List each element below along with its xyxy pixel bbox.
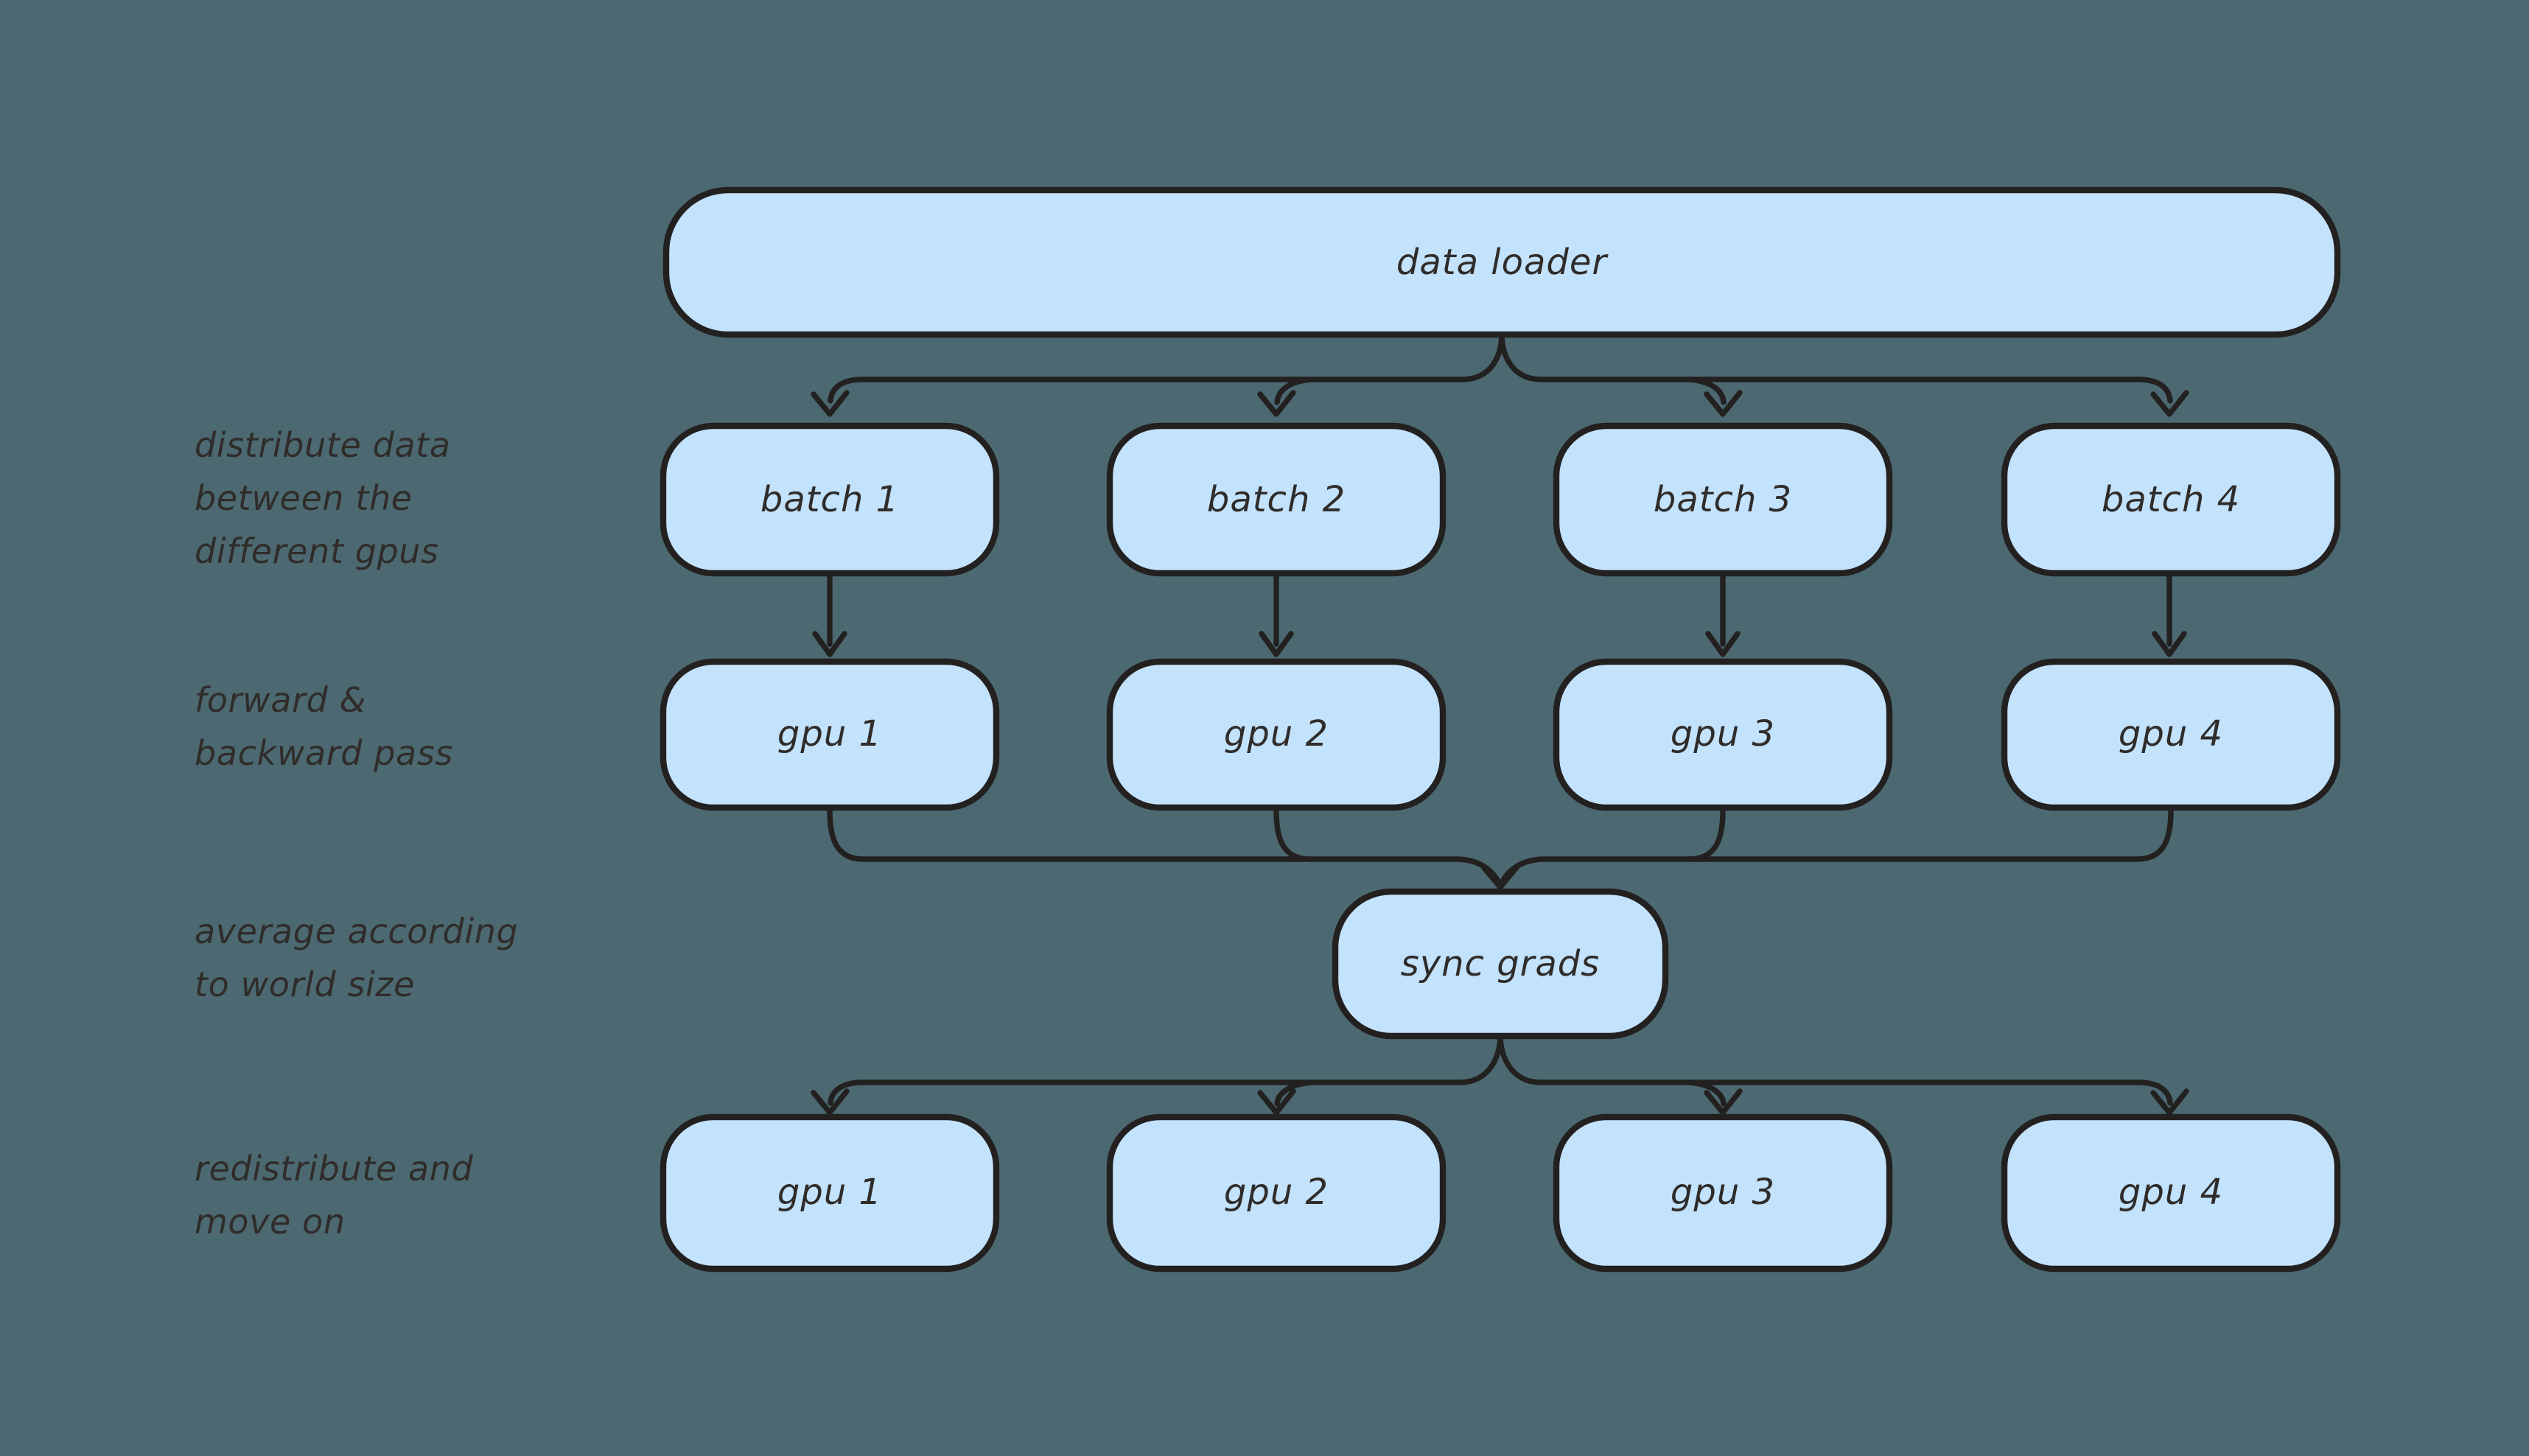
node-gpu-bottom-3-box: [1553, 1113, 1893, 1273]
annotation-average-world-size: average according to world size: [195, 911, 518, 1004]
arrowhead-icon: [1705, 631, 1741, 657]
edge-sync-to-gpus: [811, 1032, 2189, 1116]
node-batch-2-label: batch 2: [1207, 479, 1346, 520]
node-batch-1-label: batch 1: [760, 479, 899, 520]
node-data-loader-box: [662, 186, 2341, 338]
arrowhead-icon: [1704, 1088, 1743, 1116]
node-gpu-mid-2-label: gpu 2: [1224, 713, 1329, 755]
node-batch-4-label: batch 4: [2102, 479, 2240, 520]
edge-dataloader-to-batches: [811, 330, 2189, 417]
node-batch-1: batch 1: [660, 422, 1000, 577]
node-gpu-bottom-2: gpu 2: [1106, 1113, 1447, 1273]
annotation-redistribute: redistribute and move on: [195, 1149, 474, 1242]
node-gpu-bottom-2-label: gpu 2: [1224, 1172, 1329, 1213]
arrowhead-icon: [812, 631, 847, 657]
node-gpu-mid-1: gpu 1: [660, 658, 1000, 811]
node-batch-3-label: batch 3: [1654, 479, 1792, 520]
annotation-line: distribute data: [195, 425, 451, 465]
node-gpu-mid-2: gpu 2: [1106, 658, 1447, 811]
annotation-forward-backward: forward & backward pass: [195, 680, 453, 773]
arrowhead-icon: [1257, 390, 1296, 417]
edge-line: [1274, 1079, 1315, 1107]
node-sync-grads-box: [1332, 888, 1669, 1040]
annotation-line: between the: [195, 478, 413, 518]
node-gpu-bottom-1-box: [660, 1113, 1000, 1273]
node-gpu-bottom-1: gpu 1: [660, 1113, 1000, 1273]
edge-line: [827, 808, 1501, 884]
node-batch-1-box: [660, 422, 1000, 577]
node-gpu-bottom-3: gpu 3: [1553, 1113, 1893, 1273]
annotation-line: move on: [195, 1202, 346, 1242]
node-gpu-mid-3-box: [1553, 658, 1893, 811]
node-gpu-mid-1-label: gpu 1: [777, 713, 882, 755]
node-gpu-bottom-4-label: gpu 4: [2119, 1172, 2223, 1213]
node-gpu-bottom-3-label: gpu 3: [1671, 1172, 1775, 1213]
arrowhead-icon: [811, 390, 850, 417]
edge-line: [1500, 808, 2174, 884]
annotation-line: redistribute and: [195, 1149, 474, 1189]
node-gpu-mid-3: gpu 3: [1553, 658, 1893, 811]
arrowhead-icon: [1704, 390, 1743, 417]
arrowhead-icon: [1259, 631, 1294, 657]
edge-line: [1273, 808, 1313, 862]
node-gpu-mid-1-box: [660, 658, 1000, 811]
arrowhead-icon: [2150, 1088, 2189, 1116]
edge-gpus-to-sync: [827, 808, 2174, 890]
node-gpu-mid-4-box: [2001, 658, 2341, 811]
annotation-line: to world size: [195, 965, 415, 1004]
edge-line: [828, 330, 1505, 404]
arrowhead-icon: [1481, 864, 1520, 890]
node-sync-grads-label: sync grads: [1401, 943, 1601, 984]
node-gpu-mid-4-label: gpu 4: [2119, 713, 2223, 755]
edge-line: [1497, 1032, 2173, 1106]
node-batch-2-box: [1106, 422, 1447, 577]
node-sync-grads: sync grads: [1332, 888, 1669, 1040]
annotation-line: backward pass: [195, 733, 453, 773]
edge-line: [1686, 377, 1727, 405]
edge-line: [1274, 377, 1315, 405]
arrowhead-icon: [2152, 631, 2187, 657]
node-gpu-mid-4: gpu 4: [2001, 658, 2341, 811]
annotation-distribute-data: distribute data between the different gp…: [195, 425, 451, 571]
node-batch-3-box: [1553, 422, 1893, 577]
annotation-line: average according: [195, 911, 518, 951]
edge-line: [1686, 1079, 1727, 1107]
arrowhead-icon: [1257, 1088, 1296, 1116]
node-batch-4-box: [2001, 422, 2341, 577]
edge-line: [1686, 808, 1726, 862]
arrowhead-icon: [811, 1088, 850, 1116]
edge-batches-to-gpus: [812, 573, 2187, 657]
node-data-loader-label: data loader: [1396, 242, 1609, 283]
node-gpu-bottom-4-box: [2001, 1113, 2341, 1273]
node-gpu-mid-3-label: gpu 3: [1671, 713, 1775, 755]
arrowhead-icon: [2150, 390, 2189, 417]
node-gpu-mid-2-box: [1106, 658, 1447, 811]
node-gpu-bottom-1-label: gpu 1: [777, 1172, 882, 1213]
edge-line: [1499, 330, 2173, 404]
node-batch-3: batch 3: [1553, 422, 1893, 577]
annotation-line: forward &: [195, 680, 366, 720]
node-data-loader: data loader: [662, 186, 2341, 338]
node-gpu-bottom-4: gpu 4: [2001, 1113, 2341, 1273]
edge-line: [828, 1032, 1503, 1106]
annotation-line: different gpus: [195, 531, 439, 571]
node-batch-4: batch 4: [2001, 422, 2341, 577]
node-gpu-bottom-2-box: [1106, 1113, 1447, 1273]
node-batch-2: batch 2: [1106, 422, 1447, 577]
